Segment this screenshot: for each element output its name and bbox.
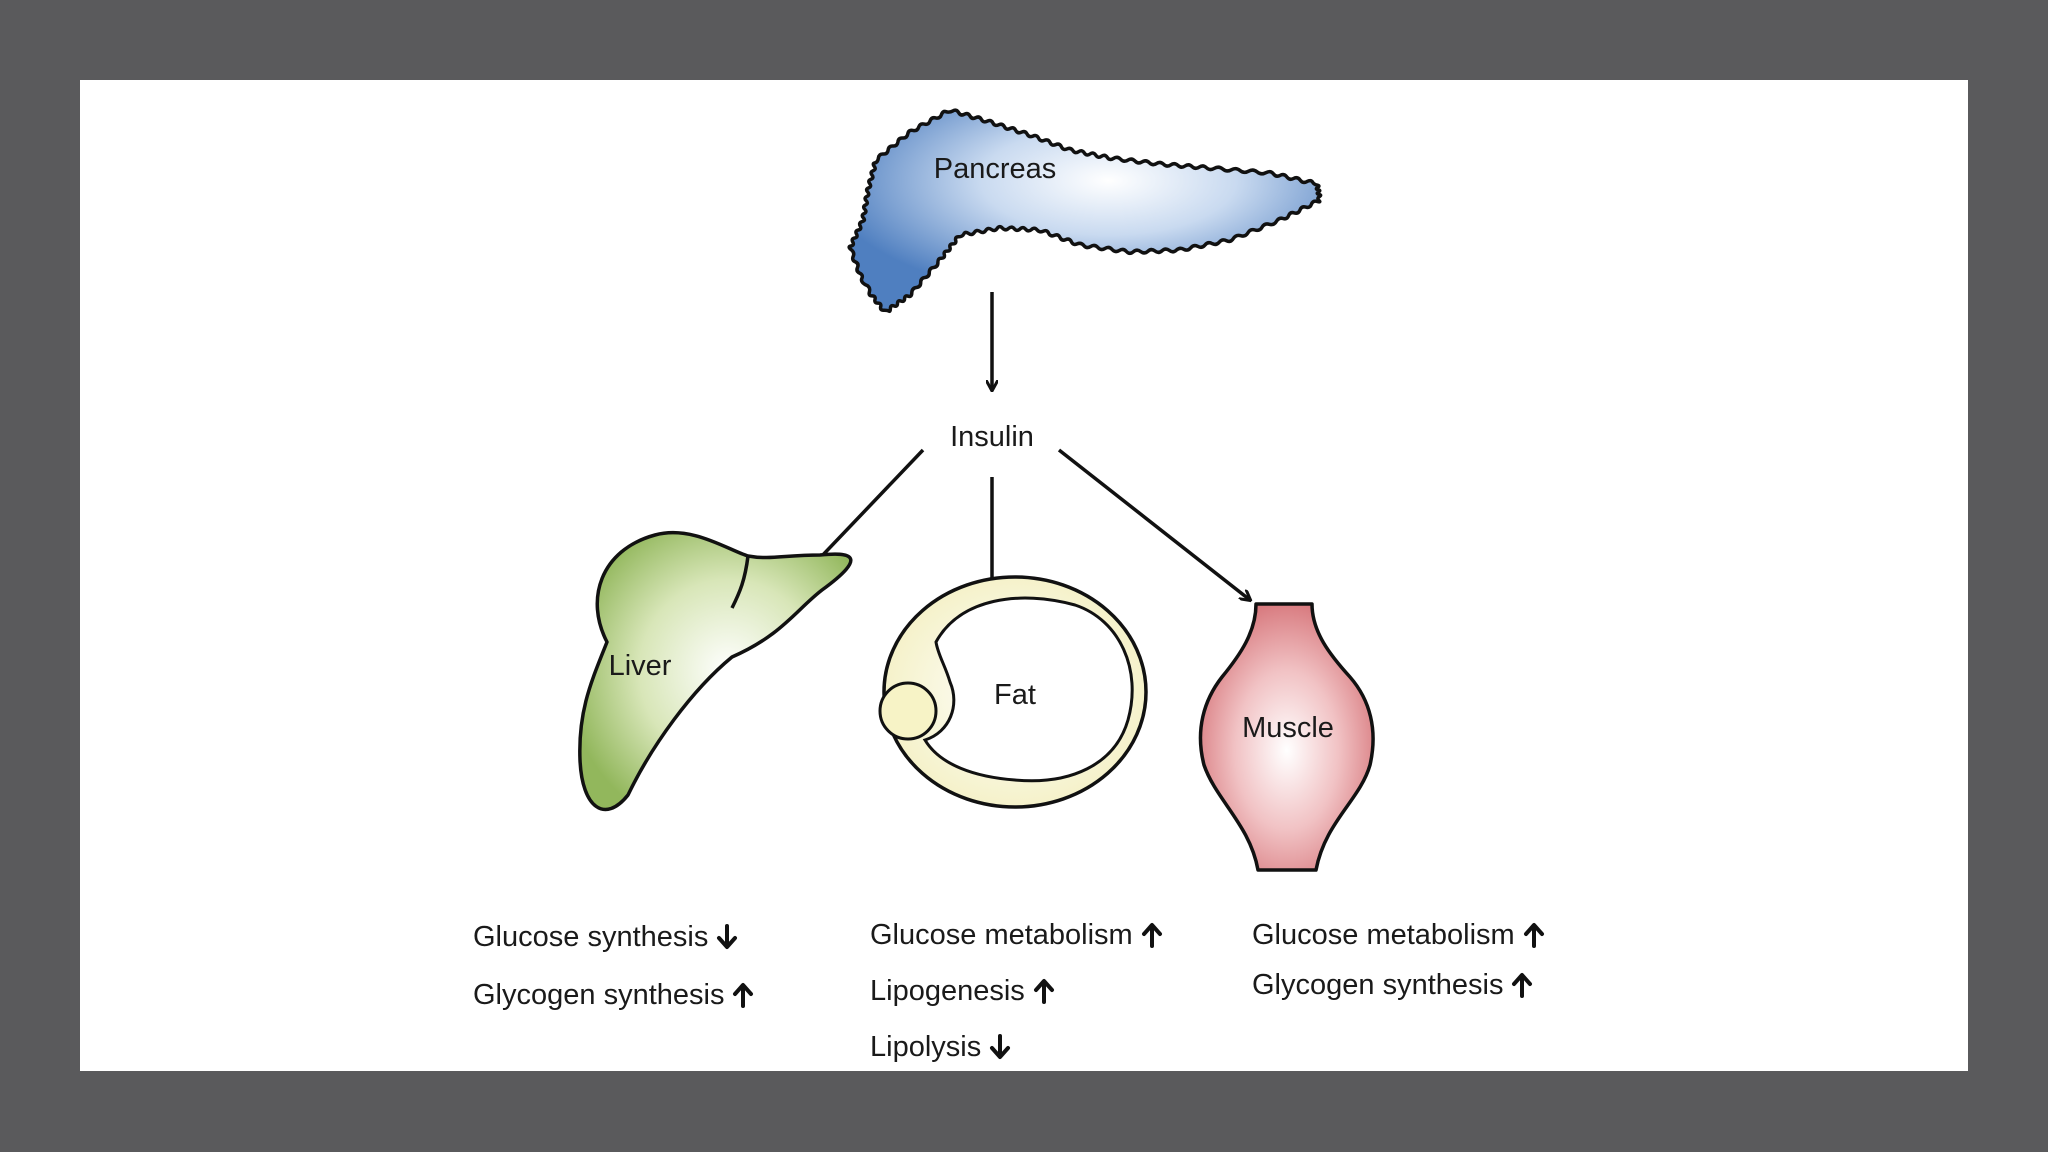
liver-label: Liver — [609, 650, 672, 682]
pancreas-organ: Pancreas — [847, 108, 1323, 314]
liver-shape — [578, 530, 853, 812]
fat-nucleus — [878, 681, 938, 741]
effect-text: Glucose metabolism — [870, 918, 1133, 951]
pancreas-shape — [847, 108, 1323, 314]
insulin-label: Insulin — [950, 421, 1034, 453]
liver-effect-item: Glucose synthesis — [473, 908, 754, 966]
arrow-down-icon — [717, 924, 738, 949]
muscle-label: Muscle — [1242, 712, 1334, 744]
arrow-down-icon — [990, 1034, 1011, 1059]
arrow-up-icon — [1033, 979, 1054, 1004]
arrow-up-icon — [1523, 923, 1544, 948]
arrow-up-icon — [1141, 923, 1162, 948]
fat-effect-item: Glucose metabolism — [870, 907, 1163, 963]
fat-label: Fat — [994, 679, 1036, 711]
pancreas-label: Pancreas — [934, 153, 1057, 185]
insulin-action-diagram: Pancreas Insulin Liver Fat Muscle — [578, 108, 1375, 872]
liver-organ: Liver — [578, 530, 853, 812]
fat-cell: Fat — [878, 575, 1148, 809]
muscle-effect-item: Glucose metabolism — [1252, 910, 1545, 960]
effect-text: Glycogen synthesis — [1252, 968, 1504, 1001]
fat-droplet — [922, 596, 1134, 783]
arrow-up-icon — [1512, 973, 1533, 998]
muscle-organ: Muscle — [1198, 602, 1375, 872]
muscle-shape — [1198, 602, 1375, 872]
fat-effect-item: Lipogenesis — [870, 963, 1163, 1019]
effect-text: Lipogenesis — [870, 974, 1025, 1007]
arrow-up-icon — [733, 983, 754, 1008]
fat-effect-item: Lipolysis — [870, 1019, 1163, 1075]
diagram-canvas: Pancreas Insulin Liver Fat Muscle Glucos… — [80, 80, 1968, 1071]
effect-text: Lipolysis — [870, 1030, 982, 1063]
effect-text: Glucose metabolism — [1252, 918, 1515, 951]
liver-effect-item: Glycogen synthesis — [473, 966, 754, 1024]
arrow-insulin-muscle — [1057, 448, 1250, 600]
muscle-effect-item: Glycogen synthesis — [1252, 960, 1545, 1010]
liver-lobe-line — [730, 555, 750, 609]
effect-text: Glycogen synthesis — [473, 978, 725, 1011]
effect-text: Glucose synthesis — [473, 920, 709, 953]
